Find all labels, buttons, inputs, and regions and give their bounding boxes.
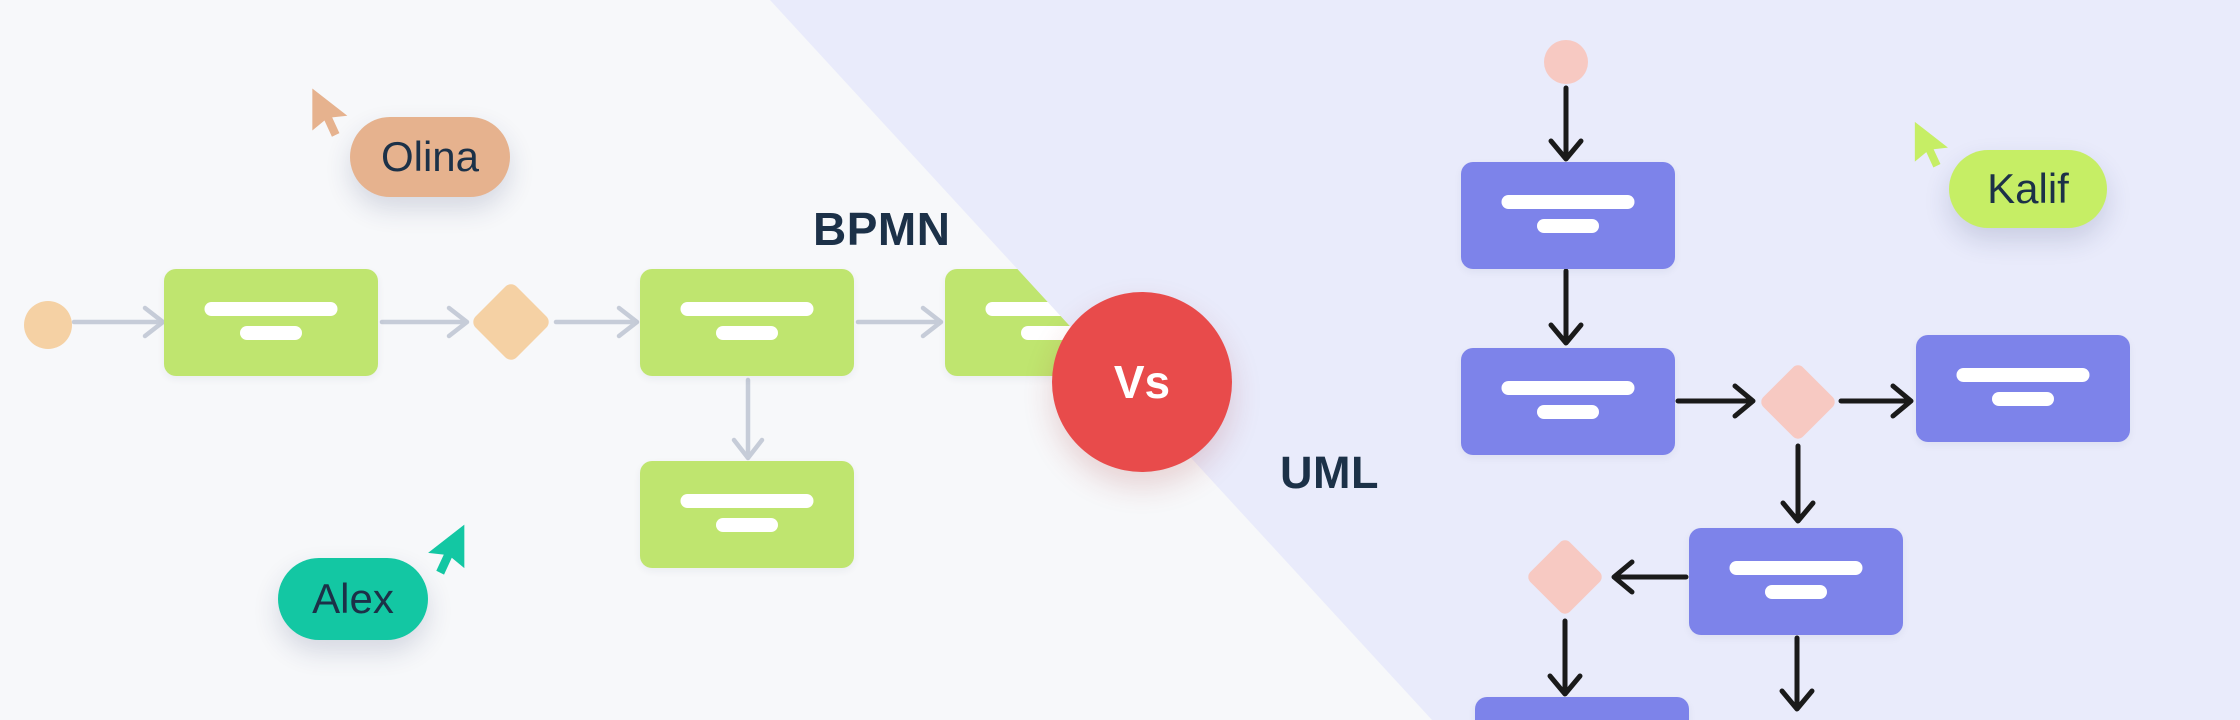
text-line-placeholder [1501, 195, 1635, 209]
cursor-arrow-nw-icon [1906, 116, 1959, 174]
text-line-placeholder [1537, 219, 1599, 233]
collaborator-pill-alex: Alex [278, 558, 428, 640]
bpmn-task-1 [164, 269, 378, 376]
bpmn-task-4 [640, 461, 854, 568]
collaborator-pill-olina: Olina [350, 117, 510, 197]
collaborator-name: Alex [312, 575, 394, 622]
uml-section-title: UML [1280, 447, 1379, 498]
text-line-placeholder [1729, 561, 1863, 575]
bpmn-task-2 [640, 269, 854, 376]
uml-action-4 [1689, 528, 1903, 635]
uml-action-5 [1475, 697, 1689, 720]
versus-badge: Vs [1052, 292, 1232, 472]
text-line-placeholder [1537, 405, 1599, 419]
uml-action-2 [1461, 348, 1675, 455]
collaborator-name: Olina [380, 133, 480, 180]
uml-action-3 [1916, 335, 2130, 442]
bpmn-start-event-circle [24, 301, 72, 349]
bpmn-section-title: BPMN [813, 203, 951, 255]
cursor-arrow-ne-icon [416, 519, 474, 581]
text-line-placeholder [716, 518, 778, 532]
text-line-placeholder [1765, 585, 1827, 599]
text-line-placeholder [1992, 392, 2054, 406]
versus-label: Vs [1113, 356, 1171, 408]
uml-action-1 [1461, 162, 1675, 269]
text-line-placeholder [680, 302, 814, 316]
text-line-placeholder [204, 302, 338, 316]
uml-initial-node-circle [1544, 40, 1588, 84]
collaborator-pill-kalif: Kalif [1949, 150, 2107, 228]
collaborator-name: Kalif [1987, 165, 2069, 212]
text-line-placeholder [680, 494, 814, 508]
text-line-placeholder [240, 326, 302, 340]
text-line-placeholder [1501, 381, 1635, 395]
text-line-placeholder [1956, 368, 2090, 382]
cursor-arrow-nw-icon [303, 84, 359, 142]
text-line-placeholder [716, 326, 778, 340]
